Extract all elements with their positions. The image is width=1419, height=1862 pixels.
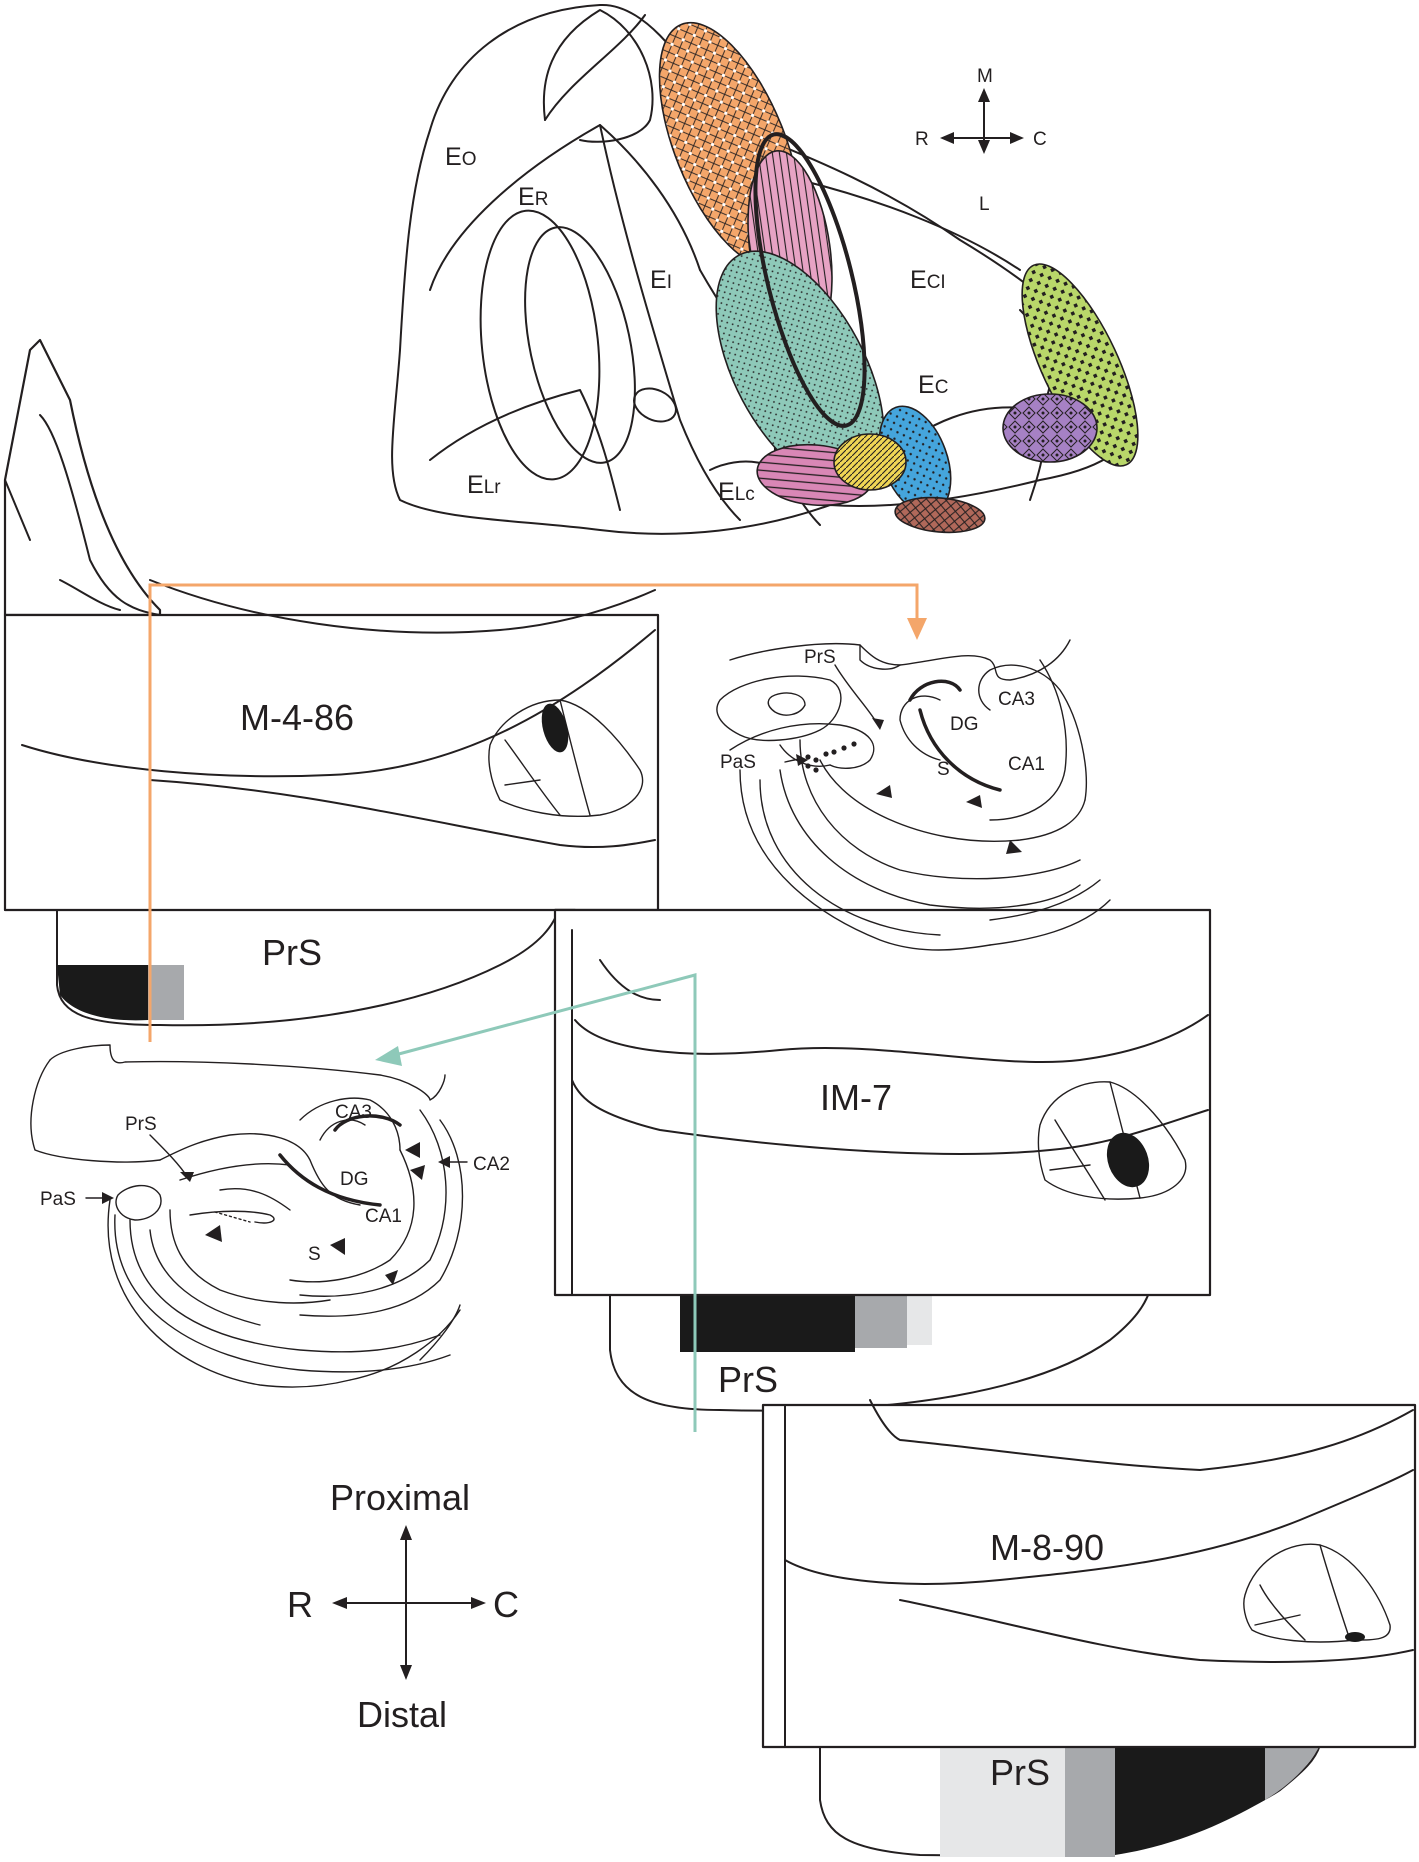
- hippo-left-label-ca1: CA1: [365, 1206, 402, 1227]
- flatmap-panel-im-7: PrS IM-7: [553, 908, 1212, 1412]
- panel-frame-2: [553, 908, 1212, 1297]
- panel-frame-1: [3, 613, 660, 912]
- axis-arrowhead-up-icon: [400, 1525, 412, 1540]
- hippo-right-label-pas: PaS: [720, 752, 756, 773]
- presub-strip-1: [56, 904, 561, 1027]
- mini-map-3: [1243, 1543, 1391, 1643]
- axis-label-proximal: Proximal: [330, 1477, 470, 1518]
- panel-frame-3: [761, 1403, 1417, 1749]
- mini-map-1: [488, 699, 644, 818]
- flatmap-panel-m-8-90: PrS M-8-90: [761, 1399, 1417, 1857]
- zone-outlined-bold: [753, 132, 867, 428]
- arrowhead-left-icon: [940, 132, 954, 144]
- label-eo: EO: [445, 143, 476, 171]
- boundary-eo-lobe: [542, 9, 654, 143]
- flatmap-id-1: M-4-86: [240, 697, 354, 738]
- presub-band-black-3: [1115, 1745, 1265, 1855]
- flatmap-id-3: M-8-90: [990, 1527, 1104, 1568]
- arrowhead-down-icon: [978, 140, 990, 154]
- label-elr: ELr: [467, 471, 501, 499]
- hippo-right-label-ca3: CA3: [998, 689, 1035, 710]
- hippo-left-label-ca2: CA2: [473, 1154, 510, 1175]
- boundary-er-ei: [599, 124, 741, 521]
- contour-ring-1: [479, 209, 601, 481]
- presub-label-2: PrS: [718, 1359, 778, 1400]
- hippo-right-label-ca1: CA1: [1008, 754, 1045, 775]
- connector-arrowhead-icon: [907, 618, 927, 640]
- zone-purple-diamond: [1002, 393, 1098, 463]
- arrowhead-marker-icon: [1006, 840, 1022, 854]
- arrowhead-marker-icon: [385, 1270, 398, 1285]
- arrowhead-marker-icon: [966, 795, 982, 808]
- presub-strip-2: [609, 1289, 1151, 1412]
- presub-label-3: PrS: [990, 1752, 1050, 1793]
- arrowhead-marker-icon: [876, 785, 892, 798]
- orientation-axes-bottom: Proximal Distal R C: [287, 1477, 519, 1735]
- presub-band-black-2: [680, 1290, 855, 1352]
- connector-arrowhead-icon: [375, 1046, 402, 1066]
- hippo-left-label-ca3: CA3: [335, 1102, 372, 1123]
- connector-orange: [148, 583, 927, 1042]
- arrowhead-marker-icon: [330, 1238, 345, 1255]
- compass-label-c: C: [1033, 129, 1047, 150]
- entorhinal-flatmap: EO ER EI ECI EC ELr ELc M L R C: [391, 3, 1139, 535]
- presub-band-light-3: [940, 1745, 1065, 1857]
- axis-arrowhead-left-icon: [332, 1597, 347, 1609]
- compass-label-m: M: [977, 66, 993, 87]
- arrowhead-up-icon: [978, 88, 990, 102]
- contour-small: [633, 387, 677, 423]
- arrowhead-right-icon: [1010, 132, 1024, 144]
- axis-label-distal: Distal: [357, 1694, 447, 1735]
- zone-brown-diamond: [894, 496, 986, 534]
- background-slab-left: [3, 338, 162, 617]
- presub-band-gray-3: [1065, 1745, 1115, 1857]
- presub-band-gray-2: [855, 1290, 907, 1348]
- compass-label-r: R: [915, 129, 929, 150]
- hippo-left-label-prs: PrS: [125, 1114, 157, 1135]
- flatmap-panel-m-4-86: PrS M-4-86: [3, 479, 660, 1027]
- presub-band-gray-1: [148, 965, 184, 1020]
- hippocampus-section-right: PrS PaS DG CA3 CA1 S: [716, 639, 1111, 951]
- axis-arrowhead-down-icon: [400, 1665, 412, 1680]
- arrowhead-pointer-icon: [180, 1172, 194, 1182]
- label-elc: ELc: [718, 478, 755, 506]
- presub-band-gray-3b: [1265, 1745, 1320, 1800]
- label-ec: EC: [918, 371, 948, 399]
- mini-map-2: [1037, 1081, 1187, 1201]
- hippo-left-label-pas: PaS: [40, 1189, 76, 1210]
- arrowhead-pointer-icon: [796, 754, 808, 766]
- boundary-eo: [544, 14, 646, 121]
- label-ei: EI: [650, 266, 672, 294]
- axis-arrowhead-right-icon: [471, 1597, 486, 1609]
- presub-band-light-2: [907, 1295, 932, 1345]
- hippo-right-label-prs: PrS: [804, 647, 836, 668]
- zone-green-checked: [1021, 263, 1139, 467]
- boundary-elr: [429, 389, 621, 511]
- arrowhead-pointer-icon: [102, 1192, 114, 1204]
- arrowhead-marker-icon: [410, 1165, 425, 1180]
- label-eci: ECI: [910, 266, 946, 294]
- hippo-left-label-dg: DG: [340, 1169, 369, 1190]
- zone-yellow-hatched: [833, 433, 907, 491]
- hippo-right-label-dg: DG: [950, 714, 979, 735]
- hippocampus-section-left: PrS PaS DG CA3 CA1 CA2 S: [30, 1044, 510, 1388]
- axis-label-c: C: [493, 1584, 519, 1625]
- hippo-right-label-s: S: [937, 759, 950, 780]
- flatmap-id-2: IM-7: [820, 1077, 892, 1118]
- connector-teal: [375, 973, 697, 1432]
- hippo-left-label-s: S: [308, 1244, 321, 1265]
- arrowhead-pointer-icon: [438, 1156, 450, 1168]
- compass-label-l: L: [979, 194, 990, 215]
- boundary-eci: [799, 179, 1021, 271]
- arrowhead-marker-icon: [405, 1142, 420, 1158]
- orientation-compass-top: M L R C: [915, 66, 1047, 215]
- contour-ring-2: [524, 226, 636, 464]
- arrowhead-pointer-icon: [872, 718, 884, 730]
- axis-label-r: R: [287, 1584, 313, 1625]
- arrowhead-marker-icon: [205, 1225, 222, 1242]
- presub-label-1: PrS: [262, 932, 322, 973]
- presub-band-black-1: [57, 965, 148, 1021]
- label-er: ER: [518, 183, 548, 211]
